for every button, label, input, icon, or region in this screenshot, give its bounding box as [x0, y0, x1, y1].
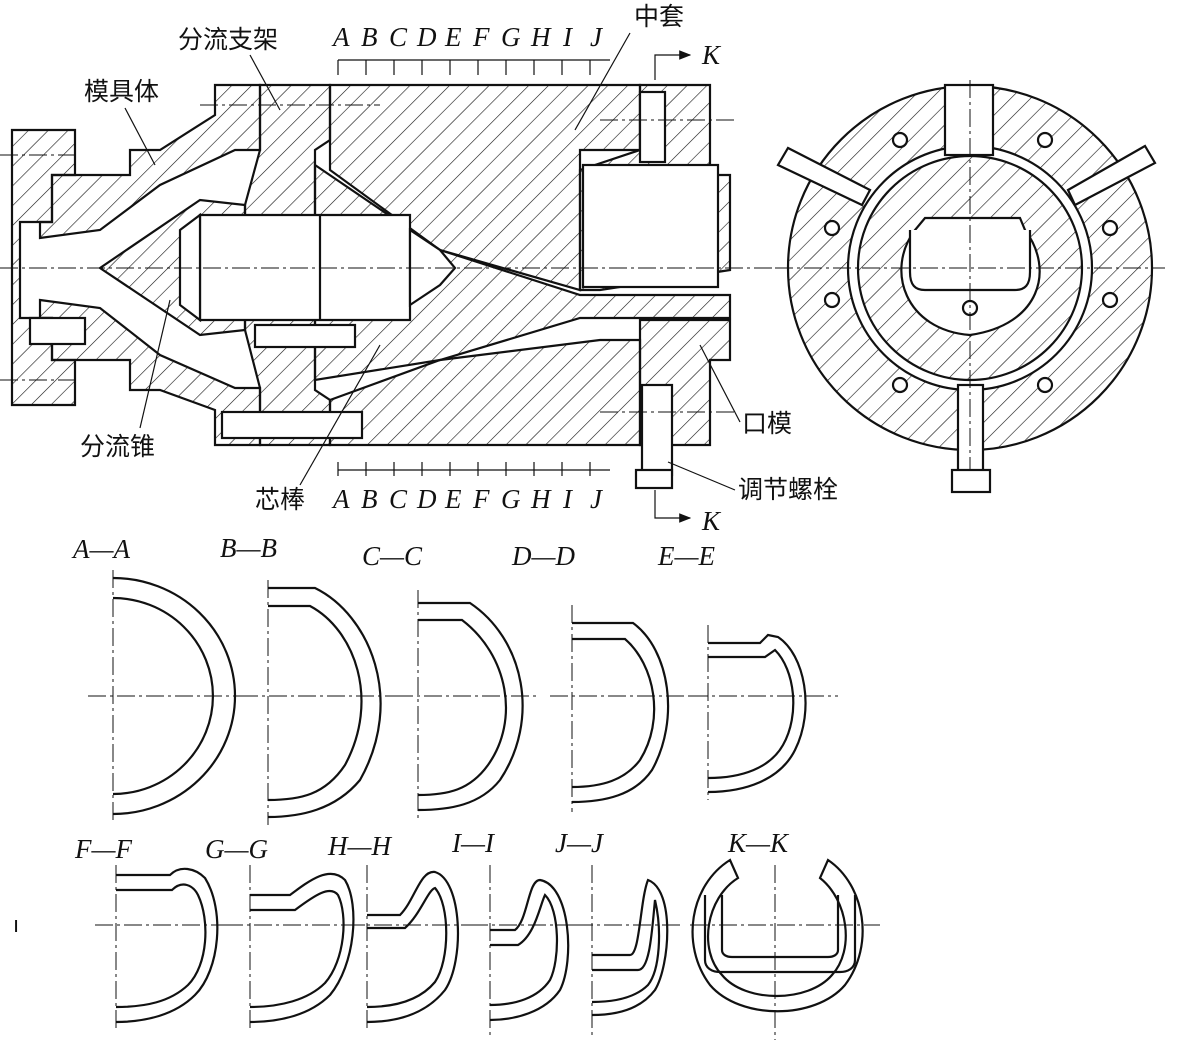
- section-letter-i-bottom: I: [562, 484, 574, 514]
- section-letter-a-top: A: [331, 22, 350, 52]
- section-letter-d-top: D: [416, 22, 437, 52]
- section-letter-e-top: E: [444, 22, 462, 52]
- section-letter-k-top: K: [701, 40, 722, 70]
- section-label-e-e: E—E: [657, 541, 716, 571]
- section-letter-h-top: H: [530, 22, 552, 52]
- longitudinal-section-view: [0, 83, 780, 490]
- section-letter-b-top: B: [361, 22, 378, 52]
- section-label-g-g: G—G: [205, 834, 268, 864]
- section-letter-c-top: C: [389, 22, 408, 52]
- section-label-c-c: C—C: [362, 541, 423, 571]
- section-letter-k-bottom: K: [701, 506, 722, 536]
- section-label-i-i: I—I: [451, 828, 496, 858]
- section-label-d-d: D—D: [511, 541, 576, 571]
- section-letter-a-bottom: A: [331, 484, 350, 514]
- section-letter-e-bottom: E: [444, 484, 462, 514]
- section-label-k-k: K—K: [727, 828, 790, 858]
- label-splitter-bracket: 分流支架: [178, 25, 278, 54]
- cross-sections-row-2: F—F G—G H—H I—I J—J K—K: [74, 828, 880, 1040]
- section-letter-j-top: J: [590, 22, 604, 52]
- label-adjust-bolt: 调节螺栓: [738, 475, 838, 504]
- section-letter-c-bottom: C: [389, 484, 408, 514]
- label-mid-sleeve: 中套: [634, 2, 684, 31]
- section-letter-b-bottom: B: [361, 484, 378, 514]
- section-label-h-h: H—H: [327, 831, 393, 861]
- cross-sections-row-1: A—A B—B C—C D—D E—E: [71, 533, 838, 825]
- label-die-lip: 口模: [742, 409, 792, 438]
- section-letter-h-bottom: H: [530, 484, 552, 514]
- stray-mark: ı: [13, 913, 19, 938]
- section-label-j-j: J—J: [555, 828, 605, 858]
- section-markers-bottom: A B C D E F G H I J K: [331, 462, 722, 536]
- section-letter-f-top: F: [472, 22, 490, 52]
- section-letter-j-bottom: J: [590, 484, 604, 514]
- label-mandrel: 芯棒: [255, 485, 305, 514]
- section-label-b-b: B—B: [220, 533, 277, 563]
- section-letter-d-bottom: D: [416, 484, 437, 514]
- section-letter-i-top: I: [562, 22, 574, 52]
- section-letter-f-bottom: F: [472, 484, 490, 514]
- section-letter-g-top: G: [501, 22, 521, 52]
- section-label-a-a: A—A: [71, 534, 131, 564]
- section-letter-g-bottom: G: [501, 484, 521, 514]
- section-label-f-f: F—F: [74, 834, 133, 864]
- label-splitter-cone: 分流锥: [80, 432, 155, 461]
- end-view-circle: [775, 80, 1165, 494]
- label-die-body: 模具体: [84, 77, 159, 106]
- section-markers-top: A B C D E F G H I J K: [331, 22, 722, 80]
- callouts: 分流支架 模具体 中套 分流锥 芯棒 口模 调节螺栓: [80, 2, 838, 514]
